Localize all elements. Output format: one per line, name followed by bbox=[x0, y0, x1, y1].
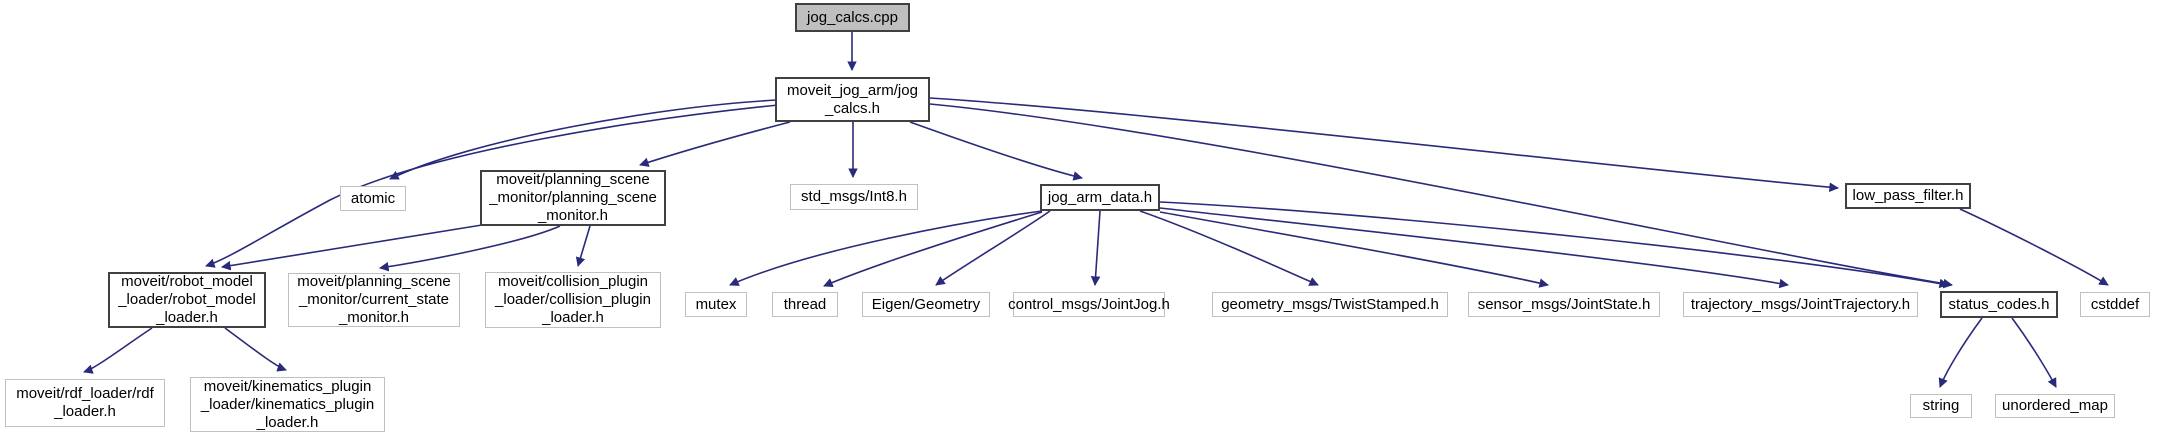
graph-edge bbox=[575, 225, 591, 267]
graph-node-label: low_pass_filter.h bbox=[1852, 187, 1964, 204]
graph-edge bbox=[224, 327, 287, 372]
graph-node-mutex[interactable]: mutex bbox=[685, 292, 747, 317]
graph-node-label: trajectory_msgs/JointTrajectory.h bbox=[1690, 295, 1911, 313]
graph-edge bbox=[729, 210, 1043, 286]
graph-node-geometry-twiststamped[interactable]: geometry_msgs/TwistStamped.h bbox=[1212, 292, 1448, 317]
graph-node-label: moveit/planning_scene _monitor/planning_… bbox=[489, 171, 657, 224]
graph-node-traj-jointtrajectory[interactable]: trajectory_msgs/JointTrajectory.h bbox=[1683, 292, 1918, 317]
graph-node-current-state-mon-h[interactable]: moveit/planning_scene _monitor/current_s… bbox=[288, 273, 460, 327]
graph-node-low-pass-filter-h[interactable]: low_pass_filter.h bbox=[1845, 183, 1971, 209]
graph-edge bbox=[935, 210, 1051, 286]
graph-node-label: Eigen/Geometry bbox=[871, 295, 981, 313]
graph-node-unordered-map[interactable]: unordered_map bbox=[1995, 394, 2115, 418]
graph-node-label: moveit/planning_scene _monitor/current_s… bbox=[297, 273, 451, 326]
graph-node-status-codes-h[interactable]: status_codes.h bbox=[1940, 291, 2058, 318]
graph-node-collision-plugin-h[interactable]: moveit/collision_plugin _loader/collisio… bbox=[485, 272, 661, 328]
graph-edge bbox=[929, 103, 1953, 289]
graph-node-label: moveit/kinematics_plugin _loader/kinemat… bbox=[200, 377, 375, 431]
graph-edge bbox=[929, 97, 1839, 192]
graph-node-label: geometry_msgs/TwistStamped.h bbox=[1221, 295, 1439, 313]
graph-edge bbox=[1938, 317, 1983, 388]
graph-node-label: sensor_msgs/JointState.h bbox=[1477, 295, 1651, 313]
graph-node-sensor-jointstate[interactable]: sensor_msgs/JointState.h bbox=[1468, 292, 1660, 317]
graph-node-string[interactable]: string bbox=[1910, 394, 1972, 418]
graph-edge bbox=[83, 327, 153, 374]
graph-node-rdf-loader-h[interactable]: moveit/rdf_loader/rdf _loader.h bbox=[5, 379, 165, 427]
graph-node-cstddef[interactable]: cstddef bbox=[2080, 292, 2150, 317]
graph-edge bbox=[389, 99, 779, 180]
graph-node-label: std_msgs/Int8.h bbox=[801, 188, 907, 205]
graph-node-eigen-geometry[interactable]: Eigen/Geometry bbox=[862, 292, 990, 317]
graph-node-label: cstddef bbox=[2090, 295, 2140, 313]
graph-edge bbox=[1159, 207, 1789, 289]
graph-edge bbox=[823, 211, 1043, 288]
graph-node-std-msgs-int8[interactable]: std_msgs/Int8.h bbox=[790, 184, 918, 210]
graph-node-thread[interactable]: thread bbox=[772, 292, 838, 317]
graph-node-label: moveit/collision_plugin _loader/collisio… bbox=[495, 273, 651, 326]
graph-node-label: jog_calcs.cpp bbox=[807, 8, 898, 26]
graph-node-label: moveit/robot_model _loader/robot_model _… bbox=[118, 273, 256, 326]
graph-node-label: unordered_map bbox=[2002, 397, 2108, 414]
graph-node-psm-h[interactable]: moveit/planning_scene _monitor/planning_… bbox=[480, 170, 666, 226]
graph-node-jog-calcs-h[interactable]: moveit_jog_arm/jog _calcs.h bbox=[775, 77, 930, 122]
graph-edge bbox=[1159, 201, 1949, 289]
graph-node-label: string bbox=[1922, 397, 1960, 414]
graph-node-label: mutex bbox=[695, 295, 737, 313]
graph-node-label: jog_arm_data.h bbox=[1047, 188, 1153, 206]
graph-node-robot-model-loader-h[interactable]: moveit/robot_model _loader/robot_model _… bbox=[108, 272, 266, 328]
graph-node-label: status_codes.h bbox=[1948, 295, 2050, 313]
graph-edge bbox=[205, 104, 779, 268]
graph-node-label: atomic bbox=[350, 189, 396, 207]
graph-edge bbox=[379, 225, 561, 272]
edge-paths bbox=[83, 32, 2109, 388]
graph-node-control-msgs-jointjog[interactable]: control_msgs/JointJog.h bbox=[1008, 292, 1170, 317]
graph-node-label: moveit/rdf_loader/rdf _loader.h bbox=[16, 385, 154, 420]
graph-node-atomic[interactable]: atomic bbox=[340, 186, 406, 211]
graph-node-kinematics-plugin-h[interactable]: moveit/kinematics_plugin _loader/kinemat… bbox=[190, 377, 385, 432]
graph-edge bbox=[639, 121, 791, 167]
graph-node-label: control_msgs/JointJog.h bbox=[1008, 295, 1170, 313]
graph-edge bbox=[1959, 208, 2109, 286]
graph-edge bbox=[1159, 211, 1549, 288]
graph-edge bbox=[221, 224, 483, 271]
graph-edge bbox=[1139, 210, 1319, 286]
graph-edge bbox=[1090, 210, 1101, 286]
graph-node-label: moveit_jog_arm/jog _calcs.h bbox=[787, 81, 918, 117]
graph-edge bbox=[909, 121, 1083, 181]
graph-node-label: thread bbox=[783, 295, 827, 313]
graph-node-jog-arm-data-h[interactable]: jog_arm_data.h bbox=[1040, 184, 1160, 211]
graph-edge bbox=[2011, 317, 2057, 388]
graph-node-jog-calcs-cpp[interactable]: jog_calcs.cpp bbox=[795, 3, 910, 32]
